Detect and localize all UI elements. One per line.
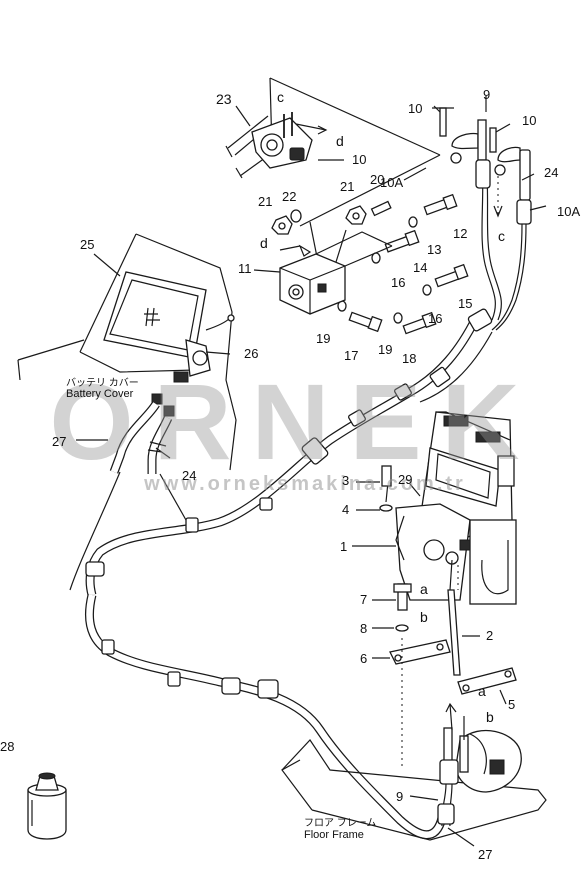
callout-19-a: 19 xyxy=(316,331,331,346)
callout-18: 18 xyxy=(402,351,417,366)
valve-top xyxy=(225,112,328,179)
left-hoses xyxy=(109,401,173,474)
callout-21-b: 21 xyxy=(340,179,355,194)
callout-21-a: 21 xyxy=(258,194,273,209)
callout-15: 15 xyxy=(458,296,473,311)
callout-9-low: 9 xyxy=(396,789,404,804)
floor-valve xyxy=(281,702,547,841)
battery-cover-label-jp: バッテリ カバー xyxy=(66,378,139,389)
fasteners xyxy=(271,193,469,335)
callout-13: 13 xyxy=(427,242,442,257)
callout-10-a: 10 xyxy=(408,101,423,116)
callout-b-mid: b xyxy=(420,609,428,625)
callout-8: 8 xyxy=(360,621,368,636)
callout-d-top: d xyxy=(336,133,344,149)
floor-frame-label: Floor Frame xyxy=(304,829,364,841)
callout-6: 6 xyxy=(360,651,368,666)
callout-a-low: a xyxy=(478,683,486,699)
watermark-url: www.orneksmakina.com.tr xyxy=(144,473,466,495)
hose-24-top xyxy=(491,146,532,331)
callout-16-b: 16 xyxy=(428,311,443,326)
callout-28: 28 xyxy=(0,739,15,754)
callout-10-b: 10 xyxy=(522,113,537,128)
callout-1: 1 xyxy=(340,539,348,554)
callout-23: 23 xyxy=(216,91,232,107)
callout-c-top: c xyxy=(277,89,284,105)
callout-29: 29 xyxy=(398,472,413,487)
callout-10-mid: 10 xyxy=(352,152,367,167)
bracket-11 xyxy=(279,231,393,315)
callout-4: 4 xyxy=(342,502,350,517)
callout-3: 3 xyxy=(342,473,350,488)
leader-lines xyxy=(76,96,547,847)
callout-10A-right: 10A xyxy=(557,204,581,219)
callout-27-bottom: 27 xyxy=(478,847,493,862)
callout-17: 17 xyxy=(344,348,359,363)
linkage xyxy=(389,559,517,770)
callout-c-right: c xyxy=(498,228,505,244)
callout-b-low: b xyxy=(486,709,494,725)
callout-10A-left: 10A xyxy=(380,175,404,190)
callout-25: 25 xyxy=(80,237,95,252)
callout-16-a: 16 xyxy=(391,275,406,290)
callout-19-b: 19 xyxy=(378,342,393,357)
callout-a-mid: a xyxy=(420,581,428,597)
callout-12: 12 xyxy=(453,226,468,241)
callout-26: 26 xyxy=(244,346,259,361)
callout-14: 14 xyxy=(413,260,428,275)
callout-7: 7 xyxy=(360,592,368,607)
battery-cover-label: Battery Cover xyxy=(66,388,134,400)
hose-9-top xyxy=(432,107,502,321)
callout-2: 2 xyxy=(486,628,494,643)
callout-5: 5 xyxy=(508,697,516,712)
callout-22: 22 xyxy=(282,189,297,204)
callout-24-left: 24 xyxy=(182,468,197,483)
callout-20: 20 xyxy=(370,172,385,187)
callout-11: 11 xyxy=(238,261,252,276)
callout-9-top: 9 xyxy=(483,87,491,102)
spray-can xyxy=(27,772,67,840)
callout-27-left: 27 xyxy=(52,434,67,449)
floor-frame-label-jp: フロア フレーム xyxy=(304,818,377,829)
callout-24-right: 24 xyxy=(544,165,559,180)
battery-cover xyxy=(17,233,237,471)
watermark-brand: ORNEK xyxy=(49,361,540,482)
long-hose-loop xyxy=(17,308,493,840)
callout-d-left: d xyxy=(260,235,268,251)
